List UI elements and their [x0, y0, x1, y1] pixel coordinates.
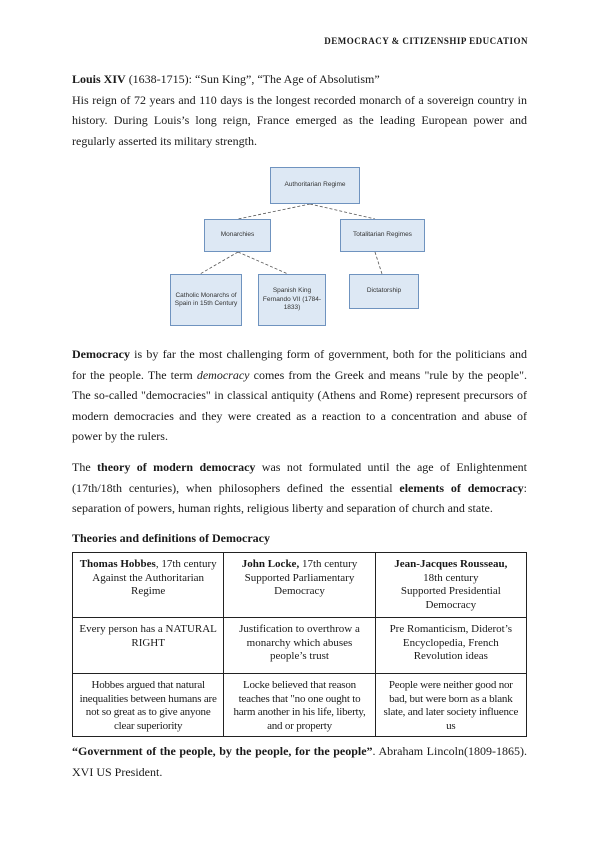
louis-body: His reign of 72 years and 110 days is th…: [72, 92, 527, 148]
diagram-connectors: [199, 203, 383, 275]
rousseau-century: 18th century: [423, 571, 479, 584]
table-cell: Hobbes argued that natural inequalities …: [71, 673, 225, 737]
running-header: DEMOCRACY & CITIZENSHIP EDUCATION: [324, 36, 528, 46]
node-totalitarian-regimes: Totalitarian Regimes: [340, 219, 425, 252]
table-cell: People were neither good nor bad, but we…: [374, 673, 528, 737]
node-catholic-monarchs: Catholic Monarchs of Spain in 15th Centu…: [170, 274, 242, 326]
node-dictatorship: Dictatorship: [349, 274, 419, 309]
theory-text-1: The: [72, 460, 98, 474]
lincoln-quote: “Government of the people, by the people…: [72, 741, 527, 782]
louis-name: Louis XIV: [72, 72, 126, 86]
rousseau-name: Jean-Jacques Rousseau,: [394, 558, 508, 570]
democracy-italic: democracy: [196, 367, 250, 382]
table-cell: Pre Romanticism, Diderot’s Encyclopedia,…: [374, 617, 528, 674]
rousseau-position: Supported Presidential Democracy: [400, 585, 501, 611]
louis-subtitle: (1638-1715): “Sun King”, “The Age of Abs…: [125, 72, 380, 86]
node-fernando-vii: Spanish King Fernando VII (1784-1833): [258, 274, 326, 326]
hobbes-name: Thomas Hobbes: [79, 558, 156, 570]
locke-position: Supported Parliamentary Democracy: [244, 571, 355, 598]
hobbes-position: Against the Authoritarian Regime: [92, 571, 205, 598]
quote-bold: “Government of the people, by the people…: [72, 744, 373, 758]
democracy-text-2: comes from the Greek and means "rule by …: [72, 367, 527, 444]
democracy-term: Democracy: [72, 347, 130, 361]
node-monarchies: Monarchies: [204, 219, 271, 252]
democracy-text-1: is by far the most challenging form of g…: [72, 347, 527, 382]
table-title: Theories and definitions of Democracy: [72, 531, 270, 545]
regime-diagram: Authoritarian Regime Monarchies Totalita…: [170, 164, 440, 330]
theory-text-2: was not formulated until the age of Enli…: [72, 460, 528, 495]
table-cell: Every person has a NATURAL RIGHT: [71, 617, 225, 674]
theory-bold-1: theory of modern democracy: [97, 460, 256, 474]
hobbes-century: , 17th century: [155, 558, 217, 570]
theory-text-3: : separation of powers, human rights, re…: [72, 480, 528, 516]
theory-paragraph: The theory of modern democracy was not f…: [72, 457, 527, 519]
quote-attribution: . Abraham Lincoln(1809-1865). XVI US Pre…: [72, 744, 527, 779]
table-row: Hobbes argued that natural inequalities …: [71, 673, 528, 737]
locke-name: John Locke,: [241, 558, 300, 570]
node-authoritarian-regime: Authoritarian Regime: [270, 167, 360, 204]
louis-paragraph: Louis XIV (1638-1715): “Sun King”, “The …: [72, 69, 527, 151]
theory-bold-2: elements of democracy: [399, 480, 524, 495]
table-cell: Justification to overthrow a monarchy wh…: [223, 617, 376, 674]
democracy-paragraph: Democracy is by far the most challenging…: [72, 344, 527, 447]
locke-century: 17th century: [299, 558, 358, 570]
table-row: Every person has a NATURAL RIGHT Justifi…: [71, 617, 528, 674]
table-cell: Locke believed that reason teaches that …: [223, 673, 376, 737]
